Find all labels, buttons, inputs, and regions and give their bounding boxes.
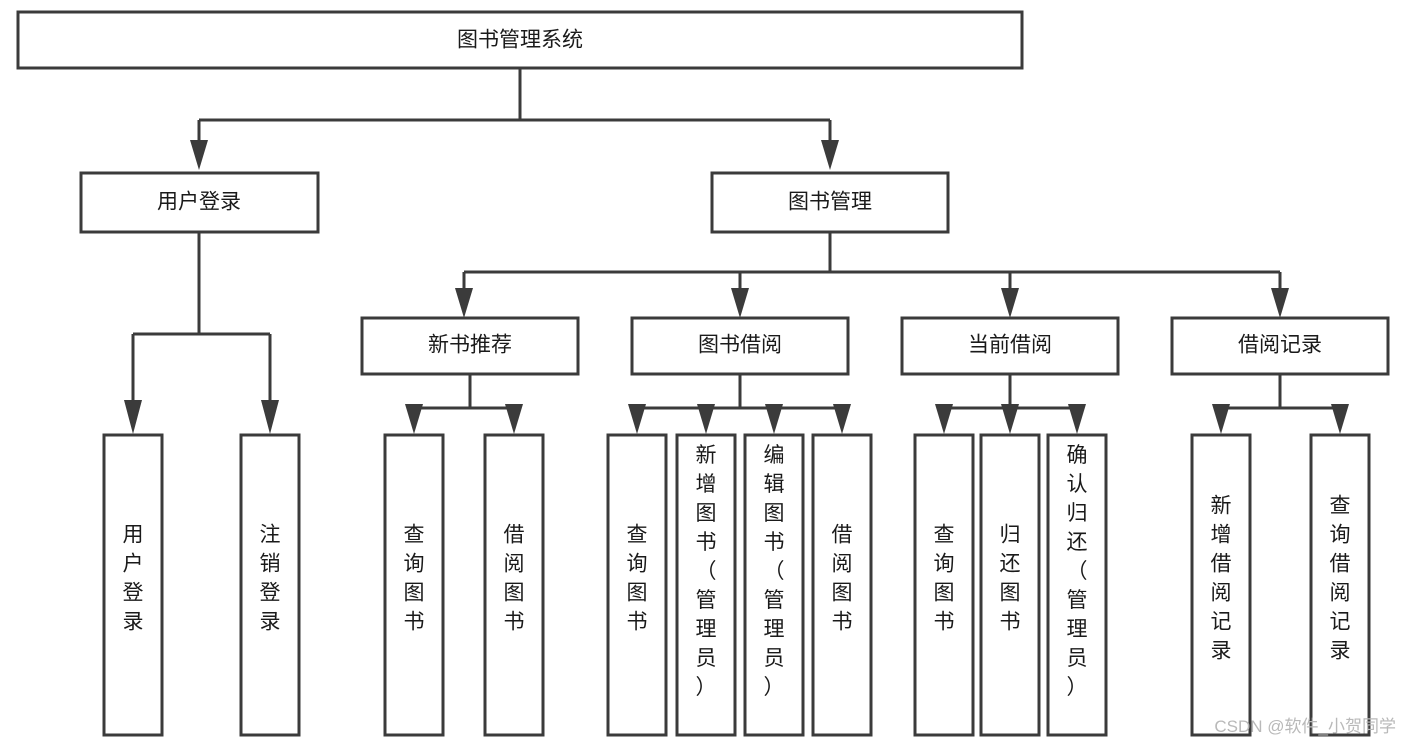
node-current-borrow-label: 当前借阅 xyxy=(968,334,1052,357)
arrowhead-newbook xyxy=(455,288,473,318)
leaf-user-login-2-label: 注销登录 xyxy=(260,524,281,634)
node-root-box[interactable] xyxy=(16,10,1024,70)
node-new-book-recommend-box[interactable] xyxy=(360,316,580,376)
leaf-new-book-1-label: 查询图书 xyxy=(404,524,425,634)
arrowhead-borrow-leaf3 xyxy=(765,404,783,434)
leaf-current-borrow-2[interactable]: 归还图书 xyxy=(979,433,1041,737)
leaf-user-login-2-box[interactable] xyxy=(239,433,301,737)
leaf-borrow-record-2[interactable]: 查询借阅记录 xyxy=(1309,433,1371,737)
node-book-management-label: 图书管理 xyxy=(788,191,872,214)
leaf-book-borrow-1-box[interactable] xyxy=(606,433,668,737)
arrowhead-record-leaf1 xyxy=(1212,404,1230,434)
leaf-book-borrow-3[interactable]: 编辑图书（管理员） xyxy=(743,433,805,737)
arrowhead-current xyxy=(1001,288,1019,318)
leaf-book-borrow-4-box[interactable] xyxy=(811,433,873,737)
leaf-book-borrow-2-box[interactable] xyxy=(675,433,737,737)
node-borrow-record-label: 借阅记录 xyxy=(1238,334,1322,357)
leaf-current-borrow-2-box[interactable] xyxy=(979,433,1041,737)
node-user-login[interactable]: 用户登录 xyxy=(79,171,320,234)
leaf-new-book-2-box[interactable] xyxy=(483,433,545,737)
arrowhead-borrow-leaf4 xyxy=(833,404,851,434)
leaf-user-login-1-label: 用户登录 xyxy=(123,524,144,634)
node-root-label: 图书管理系统 xyxy=(457,29,583,52)
leaf-new-book-1[interactable]: 查询图书 xyxy=(383,433,445,737)
arrowhead-borrow-leaf1 xyxy=(628,404,646,434)
arrowhead-current-leaf1 xyxy=(935,404,953,434)
watermark-label: CSDN @软件_小贺同学 xyxy=(1214,717,1396,736)
node-current-borrow[interactable]: 当前借阅 xyxy=(900,316,1120,376)
leaf-borrow-record-1-label: 新增借阅记录 xyxy=(1211,495,1232,663)
node-user-login-label: 用户登录 xyxy=(157,191,241,214)
node-borrow-record-box[interactable] xyxy=(1170,316,1390,376)
node-borrow-record[interactable]: 借阅记录 xyxy=(1170,316,1390,376)
leaf-book-borrow-3-box[interactable] xyxy=(743,433,805,737)
arrowhead-user-login xyxy=(190,140,208,170)
node-book-borrow[interactable]: 图书借阅 xyxy=(630,316,850,376)
leaf-user-login-1[interactable]: 用户登录 xyxy=(102,433,164,737)
connector-layer xyxy=(124,68,1349,434)
arrowhead-current-leaf2 xyxy=(1001,404,1019,434)
leaf-book-borrow-2-label: 新增图书（管理员） xyxy=(696,444,717,699)
arrowhead-record xyxy=(1271,288,1289,318)
leaf-current-borrow-1-label: 查询图书 xyxy=(934,524,955,634)
leaf-book-borrow-4-label: 借阅图书 xyxy=(832,524,853,634)
leaf-current-borrow-3-label: 确认归还（管理员） xyxy=(1067,444,1088,699)
node-book-management[interactable]: 图书管理 xyxy=(710,171,950,234)
arrowhead-book-mgmt xyxy=(821,140,839,170)
leaf-current-borrow-1-box[interactable] xyxy=(913,433,975,737)
arrowhead-userlogin-leaf1 xyxy=(124,400,142,434)
arrowhead-record-leaf2 xyxy=(1331,404,1349,434)
arrowhead-newbook-leaf1 xyxy=(405,404,423,434)
node-book-management-box[interactable] xyxy=(710,171,950,234)
node-current-borrow-box[interactable] xyxy=(900,316,1120,376)
leaf-new-book-1-box[interactable] xyxy=(383,433,445,737)
leaf-user-login-2[interactable]: 注销登录 xyxy=(239,433,301,737)
leaf-current-borrow-2-label: 归还图书 xyxy=(1000,524,1021,634)
leaf-borrow-record-2-label: 查询借阅记录 xyxy=(1330,495,1351,663)
leaf-borrow-record-1[interactable]: 新增借阅记录 xyxy=(1190,433,1252,737)
leaf-borrow-record-1-box[interactable] xyxy=(1190,433,1252,737)
leaf-book-borrow-4[interactable]: 借阅图书 xyxy=(811,433,873,737)
leaf-book-borrow-2[interactable]: 新增图书（管理员） xyxy=(675,433,737,737)
leaf-current-borrow-1[interactable]: 查询图书 xyxy=(913,433,975,737)
leaf-borrow-record-2-box[interactable] xyxy=(1309,433,1371,737)
leaf-new-book-2[interactable]: 借阅图书 xyxy=(483,433,545,737)
node-new-book-recommend[interactable]: 新书推荐 xyxy=(360,316,580,376)
leaf-new-book-2-label: 借阅图书 xyxy=(504,524,525,634)
arrowhead-borrow xyxy=(731,288,749,318)
node-root[interactable]: 图书管理系统 xyxy=(16,10,1024,70)
leaf-current-borrow-3[interactable]: 确认归还（管理员） xyxy=(1046,433,1108,737)
leaf-user-login-1-box[interactable] xyxy=(102,433,164,737)
node-book-borrow-box[interactable] xyxy=(630,316,850,376)
node-new-book-recommend-label: 新书推荐 xyxy=(428,334,512,357)
arrowhead-userlogin-leaf2 xyxy=(261,400,279,434)
leaf-book-borrow-1[interactable]: 查询图书 xyxy=(606,433,668,737)
leaf-book-borrow-3-label: 编辑图书（管理员） xyxy=(764,444,785,699)
arrowhead-newbook-leaf2 xyxy=(505,404,523,434)
leaf-current-borrow-3-box[interactable] xyxy=(1046,433,1108,737)
node-book-borrow-label: 图书借阅 xyxy=(698,334,782,357)
arrowhead-current-leaf3 xyxy=(1068,404,1086,434)
leaf-book-borrow-1-label: 查询图书 xyxy=(627,524,648,634)
node-user-login-box[interactable] xyxy=(79,171,320,234)
arrowhead-borrow-leaf2 xyxy=(697,404,715,434)
